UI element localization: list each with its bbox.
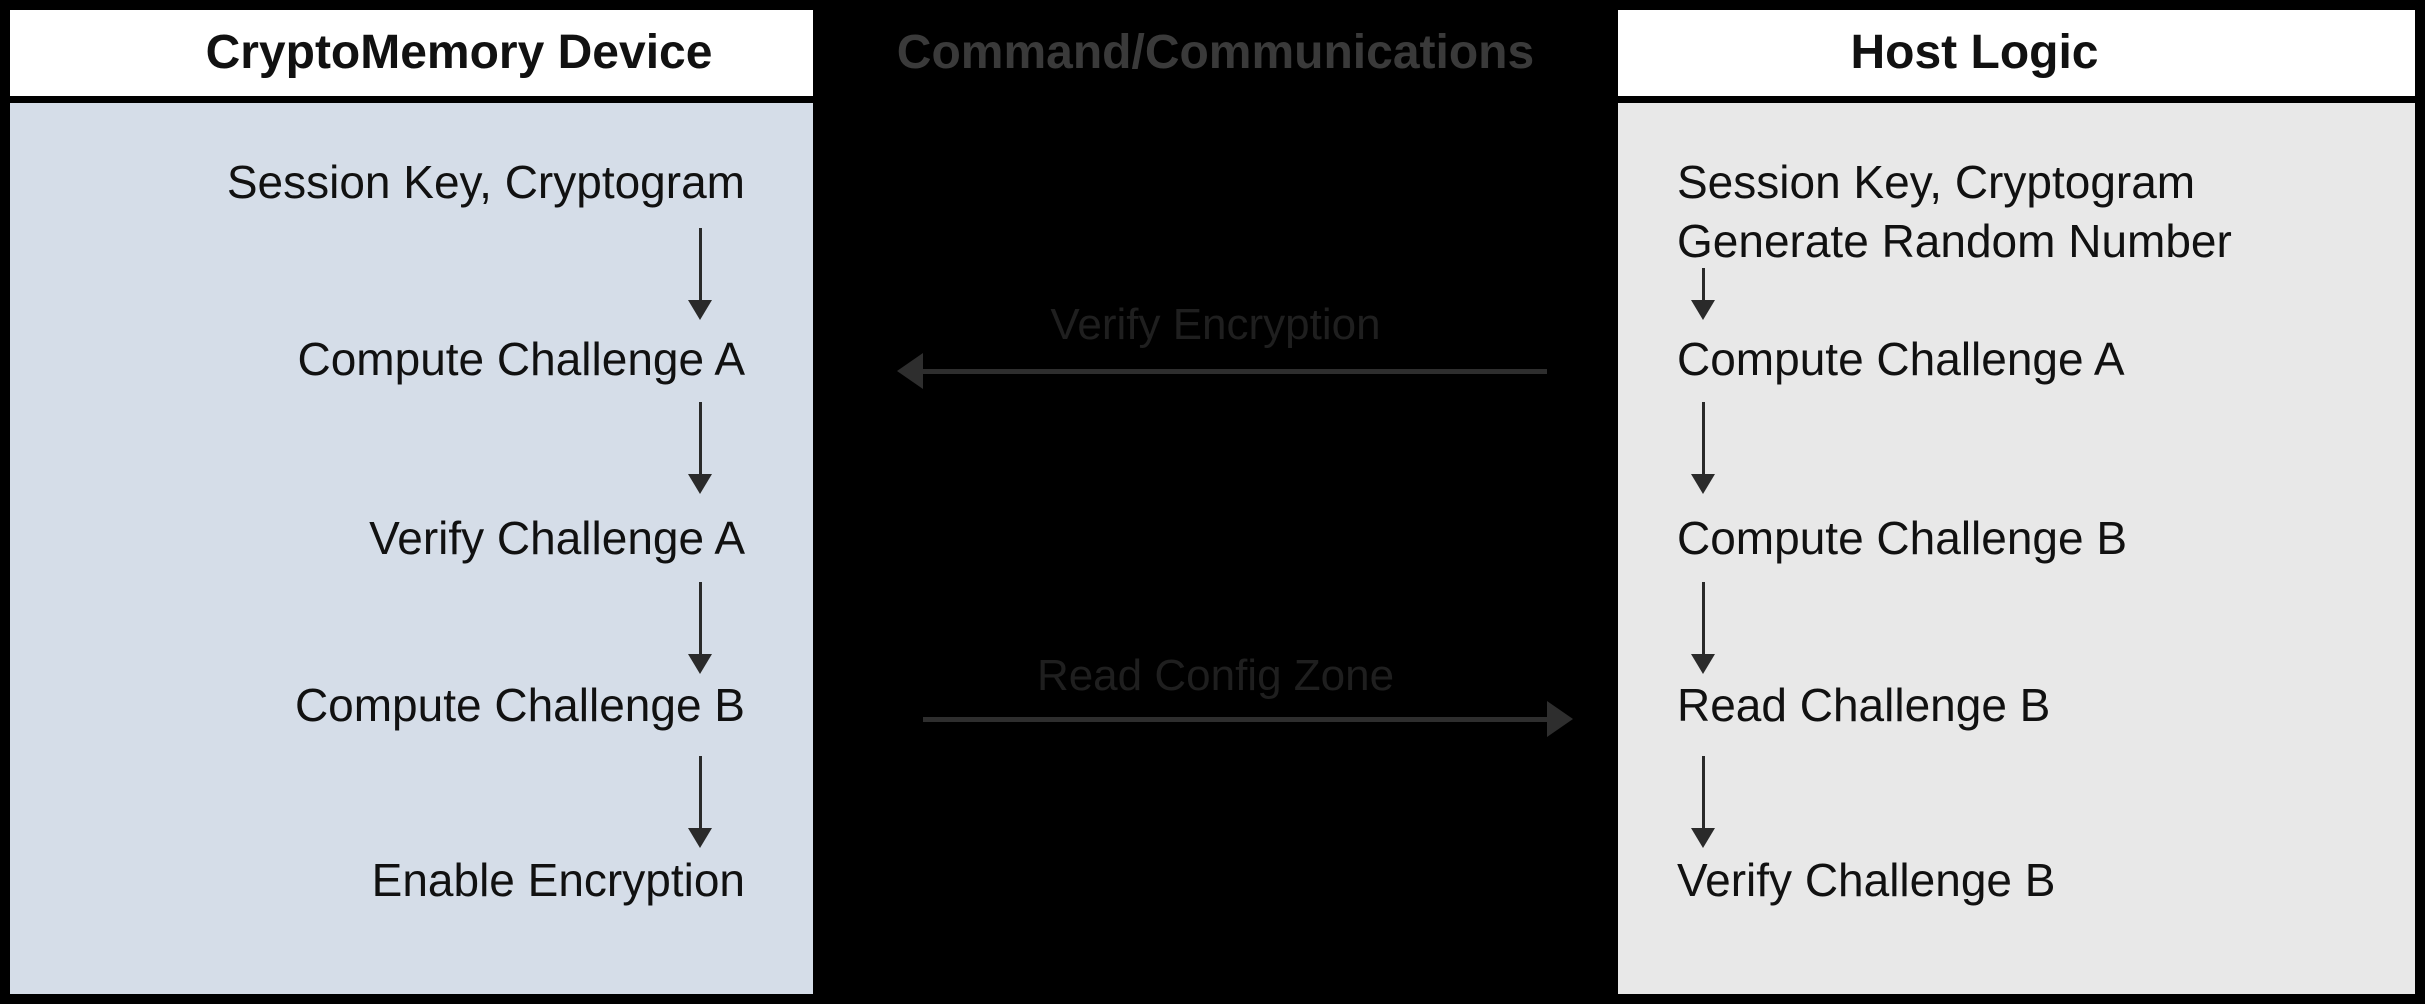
left-step-session-key-cryptogram: Session Key, Cryptogram — [226, 156, 745, 208]
right-step-read-challenge-b: Read Challenge B — [1677, 679, 2051, 731]
right-step-generate-random-number: Generate Random Number — [1677, 215, 2232, 267]
arrow-head — [688, 474, 712, 494]
right-step-compute-challenge-a: Compute Challenge A — [1677, 333, 2125, 385]
cryptomemory-device-panel: Session Key, Cryptogram Compute Challeng… — [10, 103, 813, 994]
arrow-stem — [1701, 268, 1705, 300]
right-step-session-key-cryptogram: Session Key, Cryptogram — [1677, 156, 2196, 208]
right-arrow-icon — [923, 701, 1573, 737]
arrow-head — [1691, 300, 1715, 320]
command-communications-region: Verify Encryption Read Config Zone — [813, 0, 1618, 1004]
arrow-head — [897, 353, 923, 389]
down-arrow-icon — [688, 402, 712, 494]
left-step-compute-challenge-a: Compute Challenge A — [297, 333, 745, 385]
left-step-compute-challenge-b: Compute Challenge B — [294, 679, 745, 731]
arrow-head — [688, 654, 712, 674]
host-logic-title: Host Logic — [1850, 26, 2099, 79]
host-logic-panel: Session Key, Cryptogram Generate Random … — [1618, 103, 2415, 994]
arrow-line — [923, 368, 1547, 374]
left-arrow-icon — [897, 353, 1547, 389]
left-step-verify-challenge-a: Verify Challenge A — [369, 512, 745, 564]
cryptomemory-device-header: CryptoMemory Device — [10, 10, 813, 96]
arrow-head — [688, 828, 712, 848]
right-step-compute-challenge-b: Compute Challenge B — [1677, 512, 2128, 564]
arrow-stem — [1701, 756, 1705, 828]
cryptomemory-device-title: CryptoMemory Device — [205, 26, 713, 79]
arrow-head — [1691, 474, 1715, 494]
down-arrow-icon — [1691, 582, 1715, 674]
arrow-line — [923, 716, 1547, 722]
arrow-stem — [698, 402, 702, 474]
down-arrow-icon — [688, 756, 712, 848]
arrow-head — [688, 300, 712, 320]
message-label-verify-encryption: Verify Encryption — [1050, 300, 1381, 349]
command-communications-title: Command/Communications — [896, 26, 1535, 79]
arrow-stem — [1701, 582, 1705, 654]
left-step-enable-encryption: Enable Encryption — [371, 854, 745, 906]
down-arrow-icon — [1691, 402, 1715, 494]
arrow-head — [1547, 701, 1573, 737]
arrow-head — [1691, 654, 1715, 674]
arrow-stem — [698, 582, 702, 654]
arrow-head — [1691, 828, 1715, 848]
arrow-stem — [698, 756, 702, 828]
host-logic-header: Host Logic — [1618, 10, 2415, 96]
command-communications-header: Command/Communications — [813, 10, 1618, 96]
down-arrow-icon — [1691, 756, 1715, 848]
right-step-verify-challenge-b: Verify Challenge B — [1677, 854, 2056, 906]
message-label-read-config-zone: Read Config Zone — [1036, 651, 1395, 700]
down-arrow-icon — [1691, 268, 1715, 320]
down-arrow-icon — [688, 228, 712, 320]
down-arrow-icon — [688, 582, 712, 674]
arrow-stem — [1701, 402, 1705, 474]
arrow-stem — [698, 228, 702, 300]
